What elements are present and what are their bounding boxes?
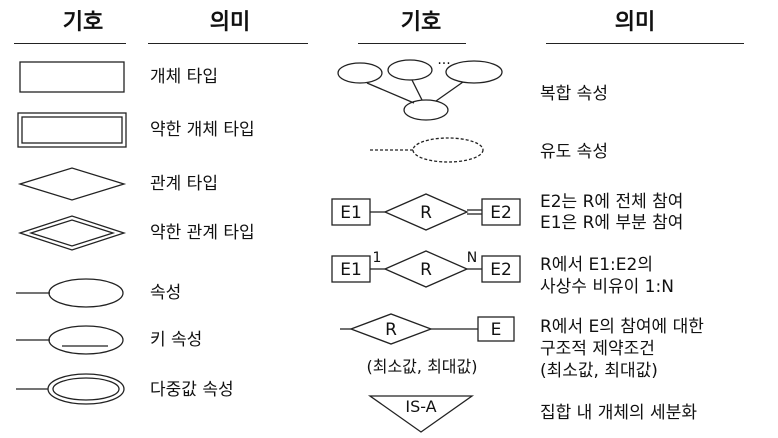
card-e2-label: E2 xyxy=(490,260,512,280)
meaning-total-participation-line2: E1은 R에 부분 참여 xyxy=(540,213,684,233)
meaning-cardinality-line1: R에서 E1:E2의 xyxy=(540,255,653,275)
header-symbol-right: 기호 xyxy=(400,10,442,35)
meaning-structural-constraint-line3: (최소값, 최대값) xyxy=(540,361,658,381)
meaning-key-attribute: 키 속성 xyxy=(150,330,203,350)
header-meaning-right: 의미 xyxy=(614,10,656,35)
relationship-diamond xyxy=(17,167,127,201)
composite-ellipsis-label: ··· xyxy=(437,56,450,72)
card-e1-label: E1 xyxy=(340,260,362,280)
struct-e-label: E xyxy=(491,320,502,340)
card-n-label: N xyxy=(467,250,477,266)
header-underline-meaning-left xyxy=(148,43,308,44)
card-one-label: 1 xyxy=(373,250,382,266)
multivalued-attribute-double-ellipse xyxy=(16,373,125,405)
meaning-derived-attribute: 유도 속성 xyxy=(540,142,608,162)
header-meaning-left: 의미 xyxy=(209,10,251,35)
header-symbol-left: 기호 xyxy=(62,10,104,35)
composite-attribute-icon xyxy=(337,59,503,121)
weak-relationship-double-diamond xyxy=(17,215,127,251)
meaning-structural-constraint-line1: R에서 E의 참여에 대한 xyxy=(540,317,704,337)
entity-rectangle xyxy=(19,61,125,93)
struct-r-label: R xyxy=(385,320,397,340)
meaning-structural-constraint-line2: 구조적 제약조건 xyxy=(540,339,655,359)
total-e1-label: E1 xyxy=(340,203,362,223)
meaning-attribute: 속성 xyxy=(150,283,182,303)
attribute-ellipse xyxy=(16,278,124,308)
struct-minmax-label: (최소값, 최대값) xyxy=(367,357,478,376)
meaning-weak-relationship-type: 약한 관계 타입 xyxy=(150,223,255,243)
meaning-multivalued-attribute: 다중값 속성 xyxy=(150,380,234,400)
meaning-relationship-type: 관계 타입 xyxy=(150,174,218,194)
meaning-weak-entity-type: 약한 개체 타입 xyxy=(150,120,255,140)
meaning-total-participation-line1: E2는 R에 전체 참여 xyxy=(540,192,684,212)
meaning-cardinality-line2: 사상수 비유이 1:N xyxy=(540,277,674,297)
header-underline-symbol-right xyxy=(358,43,466,44)
total-e2-label: E2 xyxy=(490,203,512,223)
key-attribute-ellipse xyxy=(16,325,124,355)
isa-label: IS-A xyxy=(405,397,436,416)
structural-constraint-diagram xyxy=(340,313,515,345)
total-participation-diagram xyxy=(331,193,521,231)
meaning-composite-attribute: 복합 속성 xyxy=(540,84,608,104)
meaning-entity-type: 개체 타입 xyxy=(150,67,218,87)
total-r-label: R xyxy=(420,203,432,223)
derived-attribute-dashed-ellipse xyxy=(370,137,484,163)
weak-entity-double-rectangle xyxy=(17,112,127,148)
isa-triangle xyxy=(367,395,475,433)
card-r-label: R xyxy=(420,260,432,280)
header-underline-meaning-right xyxy=(546,43,744,44)
header-underline-symbol-left xyxy=(14,43,126,44)
meaning-isa-specialization: 집합 내 개체의 세분화 xyxy=(540,403,697,423)
cardinality-diagram xyxy=(331,250,521,288)
